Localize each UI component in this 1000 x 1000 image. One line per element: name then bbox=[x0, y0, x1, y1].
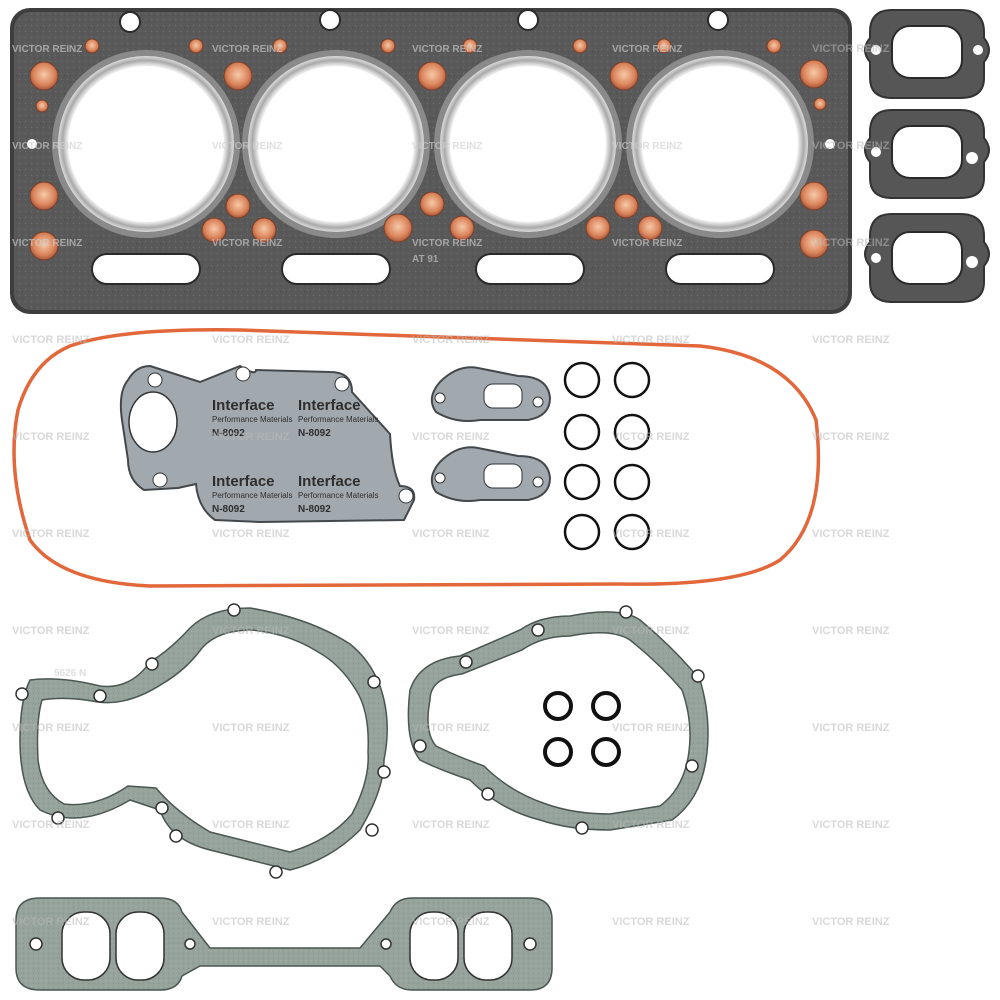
flange-gasket-1 bbox=[430, 366, 552, 422]
watermark-text: VICTOR REINZ bbox=[12, 431, 90, 443]
watermark-text: VICTOR REINZ bbox=[212, 334, 290, 346]
watermark-layer: VICTOR REINZ VICTOR REINZ VICTOR REINZ VICT… bbox=[12, 43, 890, 928]
watermark-text: VICTOR REINZ bbox=[412, 722, 490, 734]
watermark-text: VICTOR REINZ bbox=[412, 819, 490, 831]
head-gasket-code: AT 91 bbox=[412, 254, 439, 265]
cylinder-bore-3 bbox=[434, 50, 622, 238]
watermark-text: VICTOR REINZ bbox=[212, 528, 290, 540]
top-edge-hole bbox=[707, 9, 729, 31]
watermark-text: VICTOR REINZ bbox=[412, 334, 490, 346]
watermark-text: VICTOR REINZ bbox=[212, 625, 290, 637]
cylinder-bore-4 bbox=[626, 50, 814, 238]
watermark-text: VICTOR REINZ bbox=[12, 916, 90, 928]
watermark-text: VICTOR REINZ bbox=[212, 916, 290, 928]
watermark-text: VICTOR REINZ bbox=[812, 431, 890, 443]
watermark-text: VICTOR REINZ bbox=[812, 722, 890, 734]
watermark-text: VICTOR REINZ bbox=[812, 334, 890, 346]
watermark-text: VICTOR REINZ bbox=[612, 44, 682, 55]
cover-part-1: N-8092 bbox=[212, 428, 245, 439]
oil-passage-slots bbox=[91, 253, 775, 285]
watermark-text: VICTOR REINZ bbox=[612, 334, 690, 346]
watermark-text: VICTOR REINZ bbox=[212, 819, 290, 831]
watermark-text: VICTOR REINZ bbox=[612, 916, 690, 928]
watermark-text: VICTOR REINZ bbox=[412, 528, 490, 540]
top-edge-hole bbox=[319, 9, 341, 31]
watermark-text: VICTOR REINZ bbox=[612, 722, 690, 734]
top-edge-hole bbox=[517, 9, 539, 31]
watermark-text: VICTOR REINZ bbox=[212, 722, 290, 734]
cover-subtitle-1: Performance Materials bbox=[212, 415, 292, 424]
watermark-text: VICTOR REINZ bbox=[612, 819, 690, 831]
cover-part-2: N-8092 bbox=[298, 428, 331, 439]
watermark-text: VICTOR REINZ bbox=[812, 916, 890, 928]
port-gasket-2 bbox=[864, 109, 990, 199]
port-gasket-1 bbox=[864, 9, 990, 99]
watermark-text: VICTOR REINZ bbox=[612, 431, 690, 443]
cover-subtitle-4: Performance Materials bbox=[298, 491, 378, 500]
watermark-text: VICTOR REINZ bbox=[412, 625, 490, 637]
watermark-text: VICTOR REINZ bbox=[212, 431, 290, 443]
copper-eyelets bbox=[27, 38, 835, 261]
watermark-text: VICTOR REINZ bbox=[812, 528, 890, 540]
watermark-text: VICTOR REINZ bbox=[612, 141, 682, 152]
watermark-text: VICTOR REINZ bbox=[812, 819, 890, 831]
watermark-text: VICTOR REINZ bbox=[212, 44, 282, 55]
cover-part-3: N-8092 bbox=[212, 504, 245, 515]
watermark-text: VICTOR REINZ bbox=[412, 44, 482, 55]
watermark-text: VICTOR REINZ bbox=[12, 141, 82, 152]
watermark-text: VICTOR REINZ bbox=[612, 625, 690, 637]
cover-subtitle-2: Performance Materials bbox=[298, 415, 378, 424]
watermark-text: VICTOR REINZ bbox=[612, 238, 682, 249]
watermark-text: VICTOR REINZ bbox=[12, 625, 90, 637]
o-ring-set-large bbox=[563, 361, 651, 551]
watermark-text: VICTOR REINZ bbox=[812, 625, 890, 637]
watermark-text: VICTOR REINZ bbox=[412, 141, 482, 152]
water-pump-bolt-holes bbox=[413, 605, 705, 835]
cylinder-bore-2 bbox=[242, 50, 430, 238]
top-edge-hole bbox=[119, 11, 141, 33]
watermark-text: VICTOR REINZ bbox=[412, 238, 482, 249]
flange-gasket-2 bbox=[430, 446, 552, 502]
watermark-text: VICTOR REINZ bbox=[12, 334, 90, 346]
watermark-text: VICTOR REINZ bbox=[212, 141, 282, 152]
cover-brand-4: Interface bbox=[298, 473, 361, 490]
watermark-text: VICTOR REINZ bbox=[12, 238, 82, 249]
watermark-text: VICTOR REINZ bbox=[412, 916, 490, 928]
manifold-ports bbox=[29, 911, 537, 981]
watermark-text: VICTOR REINZ bbox=[12, 528, 90, 540]
watermark-text: VICTOR REINZ bbox=[812, 43, 890, 55]
valve-cover-cord bbox=[12, 328, 821, 588]
watermark-text: VICTOR REINZ bbox=[12, 44, 82, 55]
cover-part-4: N-8092 bbox=[298, 504, 331, 515]
pump-gasket-code: 5626 N bbox=[54, 668, 86, 679]
watermark-text: VICTOR REINZ bbox=[612, 528, 690, 540]
watermark-text: VICTOR REINZ bbox=[412, 431, 490, 443]
port-gasket-3 bbox=[864, 213, 990, 303]
cover-subtitle-3: Performance Materials bbox=[212, 491, 292, 500]
cover-brand-2: Interface bbox=[298, 397, 361, 414]
o-ring-set-small bbox=[543, 691, 621, 767]
cover-brand-3: Interface bbox=[212, 473, 275, 490]
watermark-text: VICTOR REINZ bbox=[12, 722, 90, 734]
cover-brand-1: Interface bbox=[212, 397, 275, 414]
front-cover-gasket: Interface Performance Materials N-8092 I… bbox=[119, 364, 416, 524]
water-pump-gasket bbox=[407, 611, 709, 831]
watermark-text: VICTOR REINZ bbox=[12, 819, 90, 831]
watermark-text: VICTOR REINZ bbox=[812, 140, 890, 152]
cylinder-head-gasket: AT 91 bbox=[10, 8, 852, 314]
cylinder-bore-1 bbox=[52, 50, 240, 238]
watermark-text: VICTOR REINZ bbox=[212, 238, 282, 249]
watermark-text: VICTOR REINZ bbox=[812, 237, 890, 249]
timing-cover-bolt-holes bbox=[15, 603, 391, 879]
